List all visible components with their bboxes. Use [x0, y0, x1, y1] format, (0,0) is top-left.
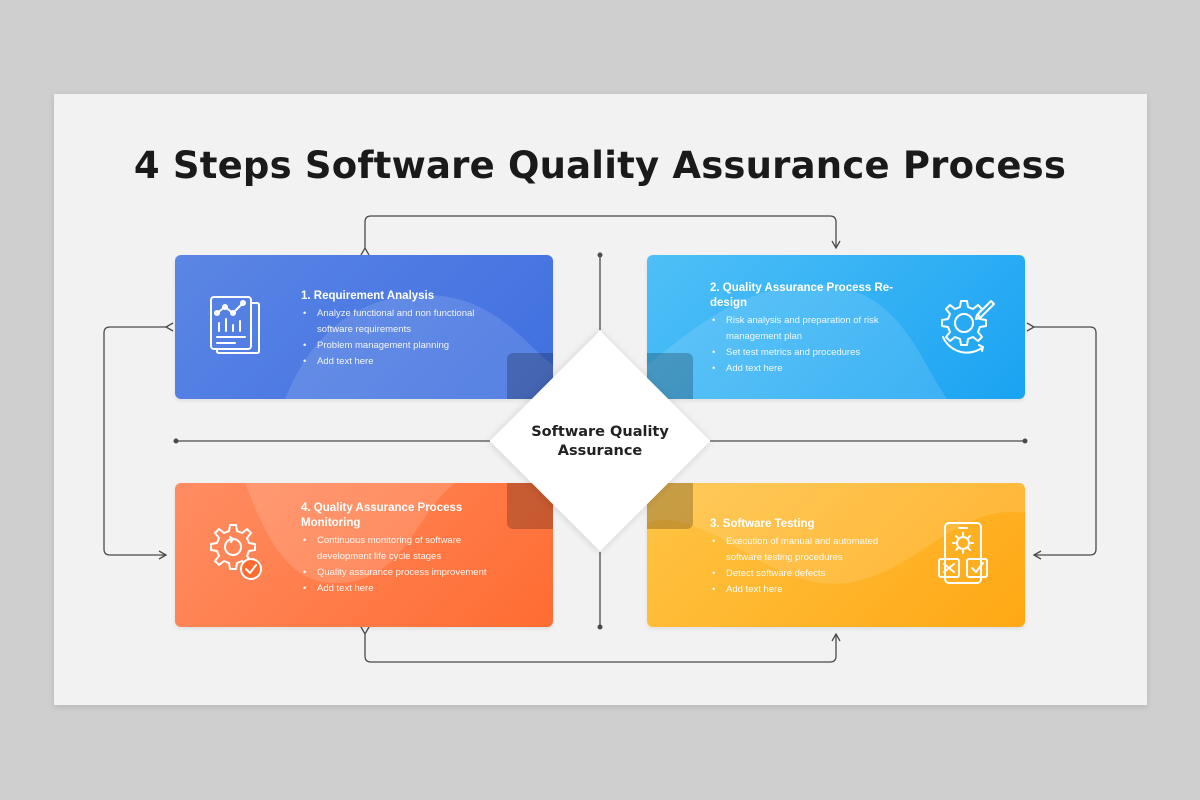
- axis-dot-right: [1022, 438, 1028, 444]
- step-3-title: 3. Software Testing: [710, 518, 815, 530]
- step-4-title: 4. Quality Assurance Process Monitoring: [301, 502, 463, 529]
- list-item: Add text here: [301, 354, 491, 370]
- list-item: Add text here: [301, 581, 491, 597]
- center-label: Software Quality Assurance: [531, 424, 669, 459]
- list-item: Quality assurance process improvement: [301, 565, 491, 581]
- list-item: Detect software defects: [710, 566, 900, 582]
- step-card-4: 4. Quality Assurance Process Monitoring …: [175, 483, 553, 627]
- mobile-test-icon: [938, 522, 988, 584]
- step-card-1: 1. Requirement Analysis Analyze function…: [175, 255, 553, 399]
- list-item: Analyze functional and non functional so…: [301, 306, 491, 338]
- right-connector: [1026, 322, 1097, 560]
- left-connector: [103, 322, 174, 560]
- step-3-list: Execution of manual and automated softwa…: [710, 534, 900, 598]
- step-1-list: Analyze functional and non functional so…: [301, 306, 491, 370]
- list-item: Problem management planning: [301, 338, 491, 354]
- gear-pencil-icon: [941, 300, 995, 354]
- step-2-title: 2. Quality Assurance Process Re-design: [710, 282, 894, 309]
- step-1-title: 1. Requirement Analysis: [301, 290, 435, 302]
- step-2-list: Risk analysis and preparation of risk ma…: [710, 313, 900, 377]
- list-item: Add text here: [710, 361, 900, 377]
- list-item: Add text here: [710, 582, 900, 598]
- list-item: Set test metrics and procedures: [710, 345, 900, 361]
- step-4-list: Continuous monitoring of software develo…: [301, 533, 491, 597]
- axis-dot-bottom: [597, 624, 603, 630]
- step-card-2: 2. Quality Assurance Process Re-design R…: [647, 255, 1025, 399]
- gear-check-icon: [210, 524, 262, 580]
- top-connector: [360, 215, 841, 256]
- list-item: Continuous monitoring of software develo…: [301, 533, 491, 565]
- axis-dot-top: [597, 252, 603, 258]
- page-title: 4 Steps Software Quality Assurance Proce…: [133, 144, 1067, 187]
- step-card-3: 3. Software Testing Execution of manual …: [647, 483, 1025, 627]
- axis-dot-left: [173, 438, 179, 444]
- bottom-connector: [360, 626, 841, 663]
- list-item: Risk analysis and preparation of risk ma…: [710, 313, 900, 345]
- list-item: Execution of manual and automated softwa…: [710, 534, 900, 566]
- report-chart-icon: [210, 296, 260, 354]
